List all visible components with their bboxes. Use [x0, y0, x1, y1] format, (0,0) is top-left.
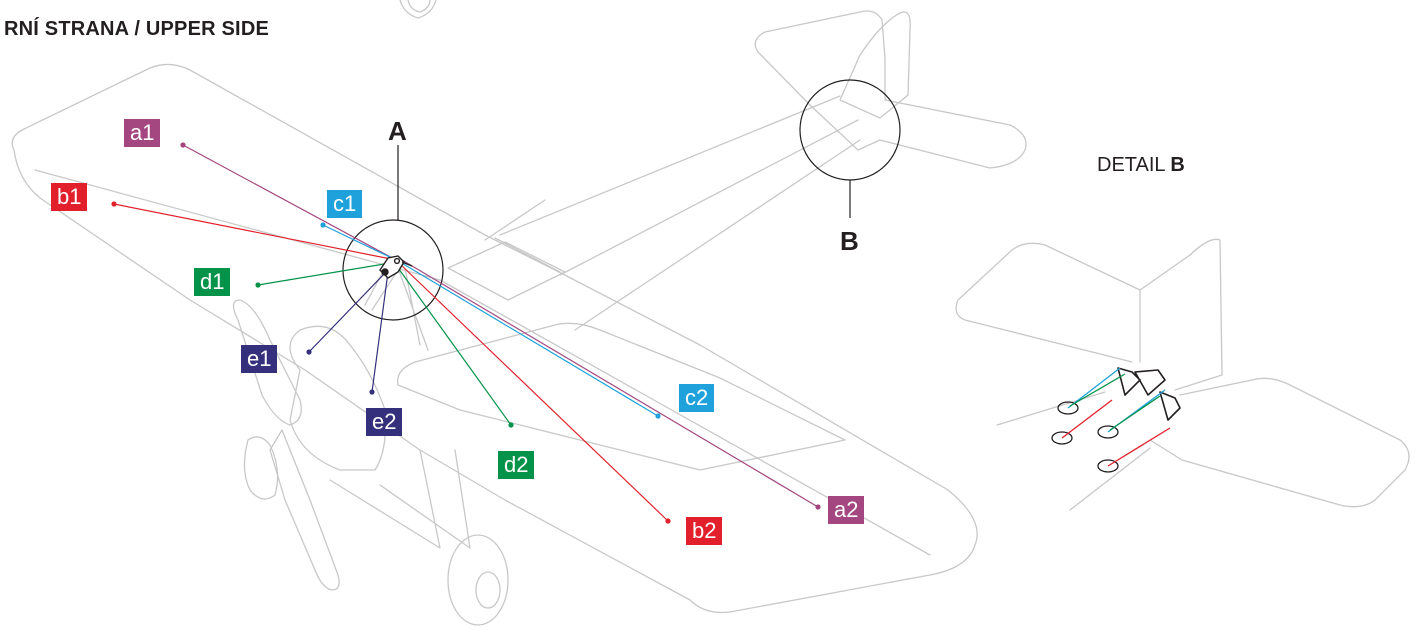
- wing-center-section: [447, 241, 566, 301]
- anchor-b2: [665, 518, 671, 524]
- anchor-d2: [508, 422, 514, 428]
- rigging-label-a2: a2: [828, 496, 865, 524]
- rigging-anchor-points: [111, 142, 821, 524]
- fuselage-line: [559, 119, 859, 276]
- wing-leading-edge: [34, 169, 931, 556]
- wire-a2: [401, 259, 819, 508]
- anchor-d1: [255, 282, 261, 288]
- wire-c2: [399, 261, 659, 417]
- rigging-label-e1: e1: [241, 345, 278, 373]
- wing-outline: [11, 63, 978, 614]
- rigging-label-c1: c1: [327, 190, 363, 218]
- rigging-label-d1: d1: [194, 268, 231, 296]
- rigging-label-b1: b1: [51, 183, 88, 211]
- detail-b-fin: [1139, 238, 1223, 391]
- wire-b1: [113, 203, 397, 261]
- propeller-upper: [232, 299, 302, 426]
- wire-e1: [308, 271, 387, 353]
- undercarriage-struts: [329, 449, 471, 549]
- fuselage-top: [499, 95, 841, 236]
- detail-b-fuselage: [996, 391, 1151, 511]
- cabane-struts: [364, 267, 429, 351]
- detail-b-circle: [799, 79, 901, 181]
- engine-cowling: [289, 325, 387, 471]
- tailplane: [754, 10, 1027, 169]
- detail-a-label: A: [388, 116, 407, 146]
- detail-b-heading-letter: B: [1170, 154, 1185, 176]
- detail-b-heading: DETAIL B: [1097, 154, 1185, 177]
- lower-wing: [396, 322, 846, 471]
- wing-panel-line: [494, 237, 561, 273]
- rigging-label-d2: d2: [498, 451, 535, 479]
- wire-d2: [395, 264, 512, 426]
- detail-b-cable-lugs: [1051, 401, 1119, 473]
- detail-b-tailplane: [955, 242, 1410, 508]
- fuselage-bottom: [574, 139, 861, 331]
- detail-b-control-horns: [1117, 367, 1181, 421]
- rigging-label-e2: e2: [366, 408, 403, 436]
- wire-d1: [257, 262, 391, 286]
- propeller-hub: [243, 436, 279, 500]
- anchor-e1: [306, 349, 312, 355]
- rigging-wires: [113, 144, 819, 522]
- anchor-a2: [815, 504, 821, 510]
- page-title: RNÍ STRANA / UPPER SIDE: [4, 18, 270, 40]
- detail-b-cables: [1061, 367, 1171, 467]
- anchor-c2: [655, 413, 661, 419]
- rigging-label-b2: b2: [686, 517, 723, 545]
- detail-a-circle: [342, 219, 444, 321]
- vertical-fin: [839, 11, 911, 119]
- wire-c1: [322, 224, 397, 261]
- center-fitting: [379, 255, 413, 279]
- detail-b-heading-prefix: DETAIL: [1097, 154, 1171, 176]
- cropped-circle-top: [399, 0, 437, 19]
- wheel: [447, 534, 509, 626]
- anchor-b1: [111, 201, 117, 207]
- cropped-circle-top-inner: [407, 0, 431, 13]
- wheel-hub: [475, 571, 501, 609]
- wire-a1: [182, 144, 397, 261]
- rigging-label-a1: a1: [124, 119, 161, 147]
- anchor-a1: [180, 142, 186, 148]
- wire-e2: [371, 271, 389, 393]
- wing-trailing-line: [484, 199, 546, 241]
- wire-b2: [399, 263, 669, 522]
- anchor-c1: [320, 222, 326, 228]
- rigging-label-c2: c2: [679, 384, 715, 412]
- anchor-e2: [369, 389, 375, 395]
- propeller-lower: [269, 429, 340, 591]
- detail-b-label: B: [840, 226, 859, 256]
